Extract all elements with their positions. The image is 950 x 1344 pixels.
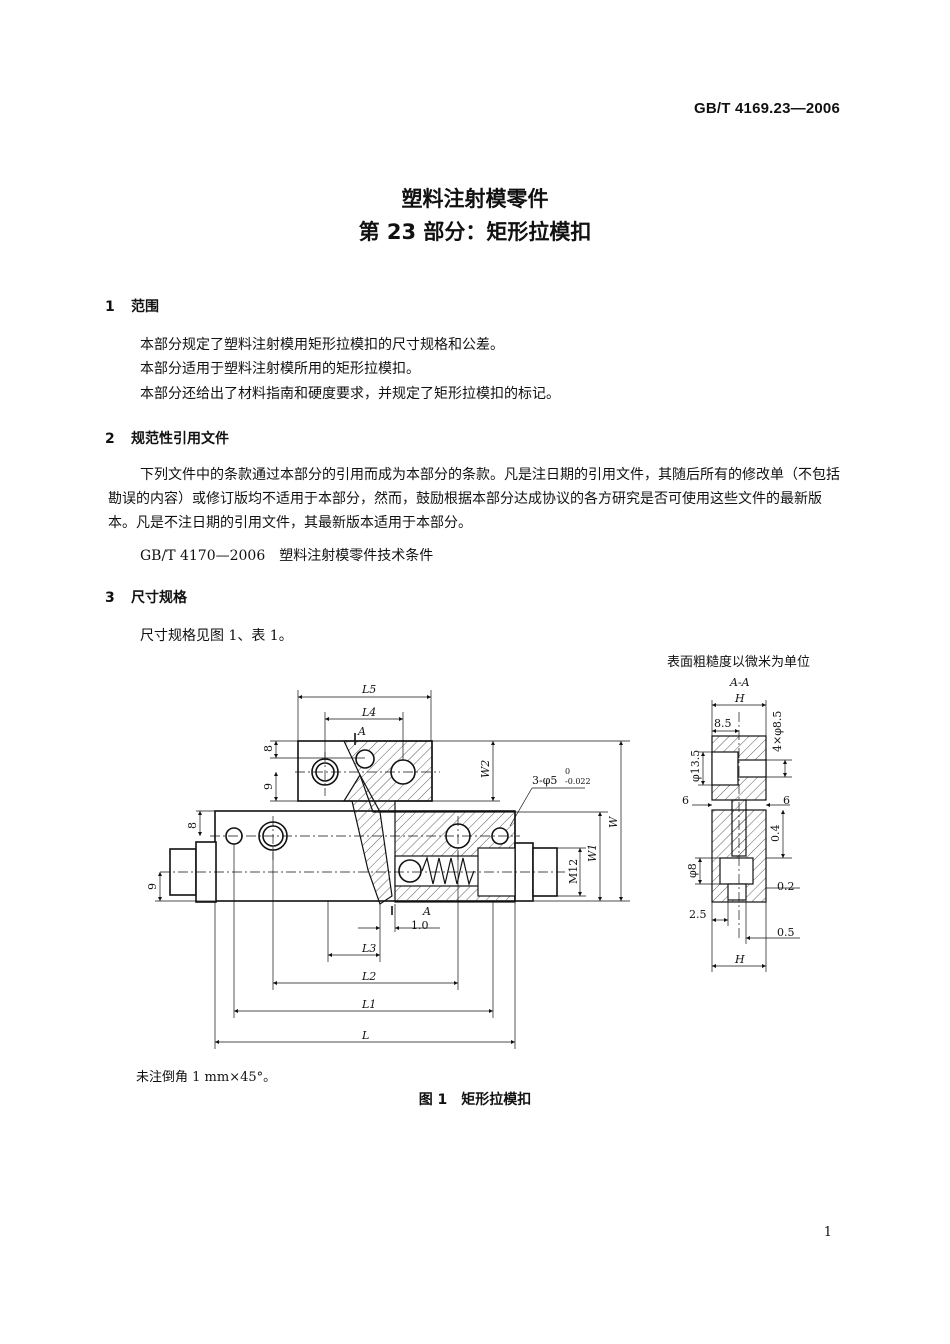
section-2-heading: 2 规范性引用文件	[105, 428, 229, 448]
roughness-note: 表面粗糙度以微米为单位	[667, 655, 811, 670]
dim-label: H	[734, 692, 745, 705]
section-mark: A	[357, 725, 366, 738]
paragraph: 本部分适用于塑料注射模所用的矩形拉模扣。	[140, 361, 420, 377]
dim-label: M12	[567, 859, 580, 884]
dim-label: 8	[262, 745, 275, 752]
dim-label: L1	[361, 998, 376, 1011]
section-dimension-lines	[692, 700, 800, 972]
tolerance-upper: 0	[565, 767, 570, 776]
section-number: 2	[105, 431, 115, 447]
dim-label: 0.4	[769, 825, 782, 843]
dim-label: L5	[361, 683, 376, 696]
dim-label: 9	[146, 883, 159, 890]
document-subtitle: 第 23 部分：矩形拉模扣	[358, 220, 592, 244]
dim-label: W	[607, 815, 620, 828]
paragraph: 本部分还给出了材料指南和硬度要求，并规定了矩形拉模扣的标记。	[140, 386, 560, 402]
dim-label: 6	[682, 794, 689, 807]
section-title: 范围	[131, 299, 159, 315]
dim-label: W2	[479, 760, 492, 778]
section-title: 规范性引用文件	[131, 431, 229, 447]
dimension-lines	[155, 690, 630, 1049]
standard-number: GB/T 4169.23—2006	[694, 100, 840, 117]
dim-label: 3-φ5	[532, 774, 557, 787]
dim-label: L3	[361, 942, 376, 955]
center-lines	[160, 752, 565, 873]
dim-label: 9	[262, 783, 275, 790]
chamfer-note: 未注倒角 1 mm×45°。	[136, 1070, 277, 1085]
dim-label: 2.5	[689, 908, 707, 921]
paragraph: 下列文件中的条款通过本部分的引用而成为本部分的条款。凡是注日期的引用文件，其随后…	[108, 467, 840, 531]
document-title: 塑料注射模零件	[401, 187, 549, 211]
section-1-heading: 1 范围	[105, 296, 159, 316]
paragraph: 本部分规定了塑料注射模用矩形拉模扣的尺寸规格和公差。	[140, 337, 504, 353]
dim-label: 4×φ8.5	[771, 711, 784, 752]
dim-label: L2	[361, 970, 376, 983]
dim-label: 1.0	[411, 919, 429, 932]
dim-label: 8	[186, 822, 199, 829]
page-number: 1	[823, 1225, 832, 1240]
dim-label: φ13.5	[689, 750, 702, 782]
section-title: 尺寸规格	[131, 590, 187, 606]
dim-label: 0.5	[777, 926, 795, 939]
dim-label: 8.5	[714, 717, 732, 730]
section-title: A-A	[729, 676, 750, 689]
dim-label: φ8	[686, 863, 699, 878]
dim-label: 6	[783, 794, 790, 807]
section-number: 1	[105, 299, 115, 315]
dim-label: L	[361, 1029, 369, 1042]
section-3-heading: 3 尺寸规格	[105, 587, 187, 607]
paragraph: 尺寸规格见图 1、表 1。	[140, 628, 293, 644]
tolerance-lower: -0.022	[565, 777, 591, 786]
dim-label: H	[734, 953, 745, 966]
figure-caption: 图 1 矩形拉模扣	[418, 1092, 532, 1108]
dim-label: 0.2	[777, 880, 795, 893]
dim-label: W1	[586, 844, 599, 862]
dim-label: L4	[361, 706, 376, 719]
reference-item: GB/T 4170—2006 塑料注射模零件技术条件	[140, 548, 434, 564]
section-mark: A	[422, 905, 431, 918]
section-number: 3	[105, 590, 115, 606]
main-view	[169, 740, 558, 905]
